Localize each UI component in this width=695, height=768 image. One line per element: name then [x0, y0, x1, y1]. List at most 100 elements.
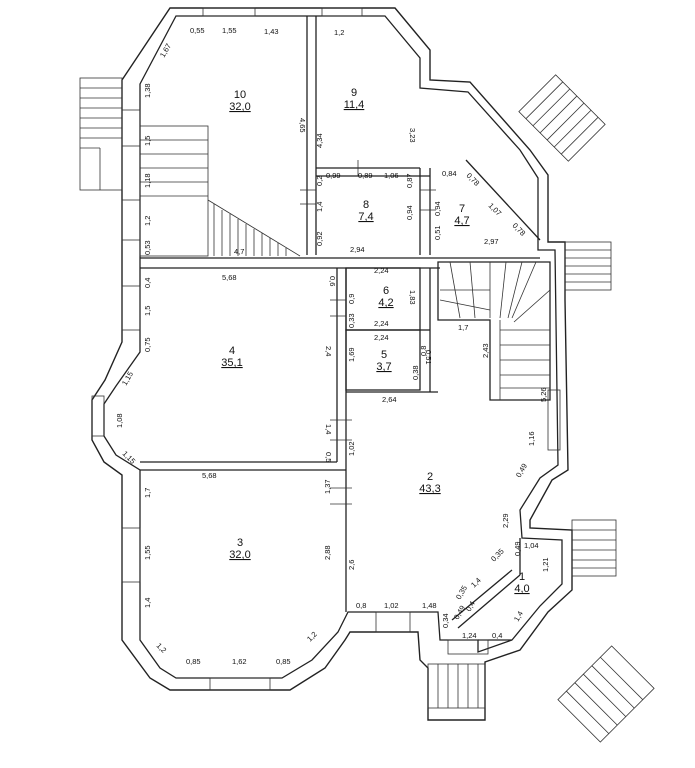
room-9-label: 9 11,4: [344, 87, 365, 111]
svg-text:5,26: 5,26: [539, 387, 548, 402]
svg-text:1,55: 1,55: [222, 26, 237, 35]
svg-text:0,55: 0,55: [190, 26, 205, 35]
external-stair-east-lower: [571, 519, 617, 577]
svg-text:11,4: 11,4: [344, 99, 365, 111]
room-7-label: 7 4,7: [454, 203, 469, 227]
wall-1-diagb: [451, 569, 513, 621]
svg-text:1: 1: [519, 571, 525, 583]
svg-text:43,3: 43,3: [419, 483, 440, 495]
svg-text:1,43: 1,43: [264, 27, 279, 36]
wall-1-diag: [457, 574, 521, 629]
room-10-label: 10 32,0: [229, 89, 250, 113]
svg-text:0,75: 0,75: [143, 337, 152, 352]
svg-text:0,8: 0,8: [419, 346, 428, 356]
svg-text:4,34: 4,34: [315, 133, 324, 148]
windows: [91, 7, 561, 691]
room-4-label: 4 35,1: [221, 345, 242, 369]
stair-room-10: [139, 125, 301, 257]
svg-text:3: 3: [237, 537, 243, 549]
svg-text:32,0: 32,0: [229, 101, 250, 113]
svg-text:2,64: 2,64: [382, 395, 397, 404]
svg-text:1,69: 1,69: [347, 347, 356, 362]
wall-7-diag: [465, 159, 541, 241]
svg-text:0,84: 0,84: [442, 169, 457, 178]
svg-text:2,97: 2,97: [484, 237, 499, 246]
svg-text:1,83: 1,83: [408, 290, 417, 305]
room-5-box: [345, 329, 421, 391]
svg-text:1,4: 1,4: [315, 202, 324, 212]
svg-text:1,7: 1,7: [458, 323, 468, 332]
stairwell: [437, 261, 551, 401]
svg-text:6: 6: [383, 285, 389, 297]
svg-text:0,51: 0,51: [433, 225, 442, 240]
svg-text:0,8: 0,8: [356, 601, 366, 610]
room-8-label: 8 7,4: [358, 199, 373, 223]
svg-text:0,2: 0,2: [315, 176, 324, 186]
svg-text:1,62: 1,62: [232, 657, 247, 666]
svg-text:2,4: 2,4: [324, 346, 333, 356]
svg-text:7,4: 7,4: [358, 211, 373, 223]
inner-wall-outline: [103, 15, 563, 679]
svg-text:0,92: 0,92: [315, 231, 324, 246]
svg-text:1,16: 1,16: [527, 431, 536, 446]
svg-text:32,0: 32,0: [229, 549, 250, 561]
svg-text:4,65: 4,65: [298, 118, 307, 133]
svg-text:0,89: 0,89: [358, 171, 373, 180]
svg-text:3,23: 3,23: [408, 128, 417, 143]
svg-text:2,24: 2,24: [374, 333, 389, 342]
svg-text:1,4: 1,4: [324, 424, 333, 434]
svg-text:1,06: 1,06: [384, 171, 399, 180]
outer-wall: [91, 7, 573, 721]
svg-text:7: 7: [459, 203, 465, 215]
room-1-label: 1 4,0: [514, 571, 529, 595]
svg-text:0,87: 0,87: [405, 173, 414, 188]
svg-text:2,94: 2,94: [350, 245, 365, 254]
svg-text:0,38: 0,38: [411, 365, 420, 380]
svg-text:1,04: 1,04: [524, 541, 539, 550]
svg-text:10: 10: [234, 89, 246, 101]
svg-text:5,68: 5,68: [222, 273, 237, 282]
svg-text:0,94: 0,94: [405, 205, 414, 220]
svg-text:0,5: 0,5: [324, 452, 333, 462]
svg-text:1,08: 1,08: [115, 413, 124, 428]
svg-text:5: 5: [381, 349, 387, 361]
svg-text:1,2: 1,2: [334, 28, 344, 37]
room-3-label: 3 32,0: [229, 537, 250, 561]
room-6-label: 6 4,2: [378, 285, 393, 309]
svg-text:2,6: 2,6: [347, 560, 356, 570]
svg-text:2,29: 2,29: [501, 513, 510, 528]
svg-text:0,51: 0,51: [424, 350, 433, 365]
svg-text:0,53: 0,53: [143, 240, 152, 255]
svg-text:1,21: 1,21: [541, 557, 550, 572]
svg-text:1,37: 1,37: [323, 479, 332, 494]
svg-text:0,99: 0,99: [326, 171, 341, 180]
svg-text:1,48: 1,48: [422, 601, 437, 610]
svg-text:0,4: 0,4: [492, 631, 502, 640]
svg-text:5,68: 5,68: [202, 471, 217, 480]
stair-main: [439, 261, 551, 400]
svg-text:9: 9: [351, 87, 357, 99]
external-stair-west: [79, 77, 123, 191]
svg-text:35,1: 35,1: [221, 357, 242, 369]
svg-text:1,18: 1,18: [143, 173, 152, 188]
svg-text:0,34: 0,34: [441, 613, 450, 628]
svg-text:4,2: 4,2: [378, 297, 393, 309]
svg-text:1,5: 1,5: [143, 306, 152, 316]
external-stair-south: [427, 663, 486, 709]
svg-text:0,9: 0,9: [347, 294, 356, 304]
svg-text:0,49: 0,49: [513, 541, 522, 556]
svg-text:1,38: 1,38: [143, 83, 152, 98]
svg-text:8: 8: [363, 199, 369, 211]
external-stair-east: [564, 241, 612, 291]
svg-text:2: 2: [427, 471, 433, 483]
svg-text:1,02: 1,02: [347, 441, 356, 456]
room-5-label: 5 3,7: [376, 349, 391, 373]
svg-text:1,5: 1,5: [143, 136, 152, 146]
external-stair-northeast: [518, 74, 606, 162]
svg-text:2,43: 2,43: [481, 343, 490, 358]
svg-text:4,7: 4,7: [454, 215, 469, 227]
svg-text:2,88: 2,88: [323, 545, 332, 560]
door-marks: [300, 160, 436, 505]
svg-text:4,7: 4,7: [234, 247, 244, 256]
